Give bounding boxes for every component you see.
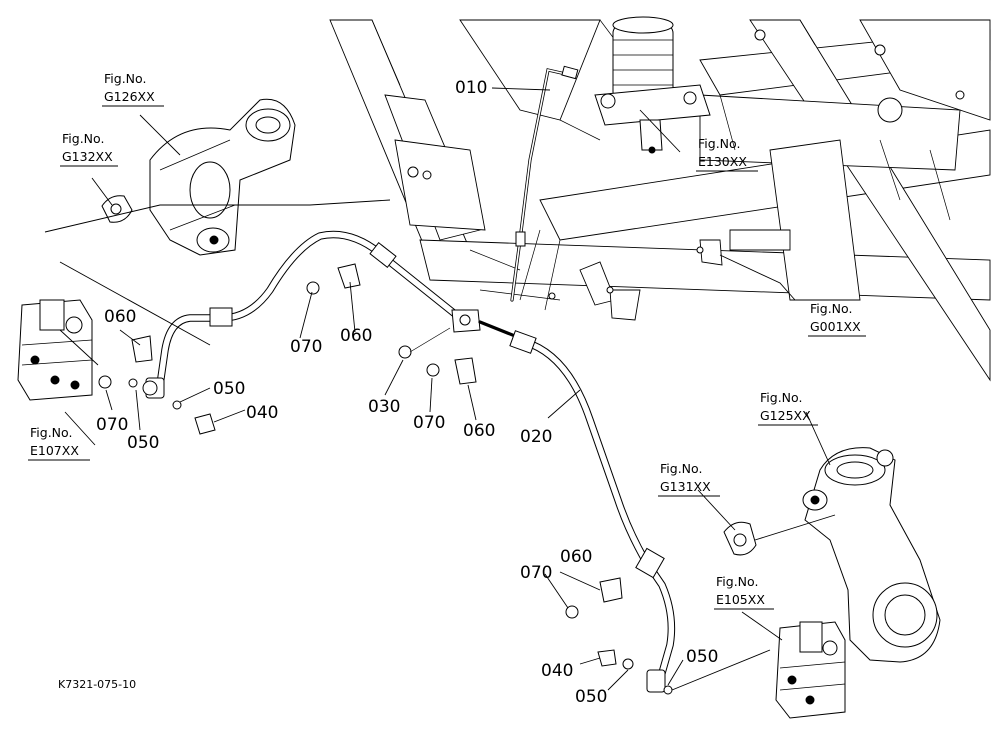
fig-ref-code: G125XX [760,408,811,423]
part-callouts: 010 020 030 040 040 050 050 050 050 060 … [96,78,718,707]
fig-ref-prefix: Fig.No. [810,301,852,316]
fig-ref-code: G126XX [104,89,155,104]
brake-hose-upper [145,230,469,399]
fig-ref-code: E107XX [30,443,79,458]
brake-pipe-010 [510,65,579,302]
washer-g132 [101,195,133,223]
fig-ref-code: G131XX [660,479,711,494]
part-callout-040: 040 [246,403,278,423]
fig-ref-code: G132XX [62,149,113,164]
hardware [98,263,673,695]
part-callout-050: 050 [127,433,159,453]
part-callout-060: 060 [463,421,495,441]
fig-ref-prefix: Fig.No. [104,71,146,86]
fig-ref-code: G001XX [810,319,861,334]
part-callout-050: 050 [575,687,607,707]
vehicle-frame [329,19,991,382]
fig-ref-code: E105XX [716,592,765,607]
leader-lines [44,87,836,691]
part-callout-030: 030 [368,397,400,417]
fig-ref-prefix: Fig.No. [760,390,802,405]
fig-ref-code: E130XX [698,154,747,169]
part-callout-070: 070 [290,337,322,357]
fig-ref-prefix: Fig.No. [30,425,72,440]
part-callout-070: 070 [520,563,552,583]
brake-caliper-left [17,299,93,401]
part-callout-060: 060 [340,326,372,346]
fig-ref-prefix: Fig.No. [698,136,740,151]
master-cylinder [594,16,711,154]
part-callout-040: 040 [541,661,573,681]
part-callout-070: 070 [413,413,445,433]
part-callout-020: 020 [520,427,552,447]
steering-knuckle-left [149,98,296,256]
washer-g131 [723,521,757,556]
part-callout-010: 010 [455,78,487,98]
part-callout-050: 050 [686,647,718,667]
drawing-id: K7321-075-10 [58,678,136,691]
figure-references: Fig.No. G126XX Fig.No. G132XX Fig.No. E1… [28,71,866,610]
brake-caliper-right [775,621,846,719]
brake-hose-020 [509,330,676,693]
steering-knuckle-right [802,447,941,663]
part-callout-060: 060 [560,547,592,567]
fig-ref-prefix: Fig.No. [716,574,758,589]
three-way-joint [451,309,522,340]
part-callout-050: 050 [213,379,245,399]
part-callout-070: 070 [96,415,128,435]
fig-ref-prefix: Fig.No. [62,131,104,146]
fig-ref-prefix: Fig.No. [660,461,702,476]
part-callout-060: 060 [104,307,136,327]
